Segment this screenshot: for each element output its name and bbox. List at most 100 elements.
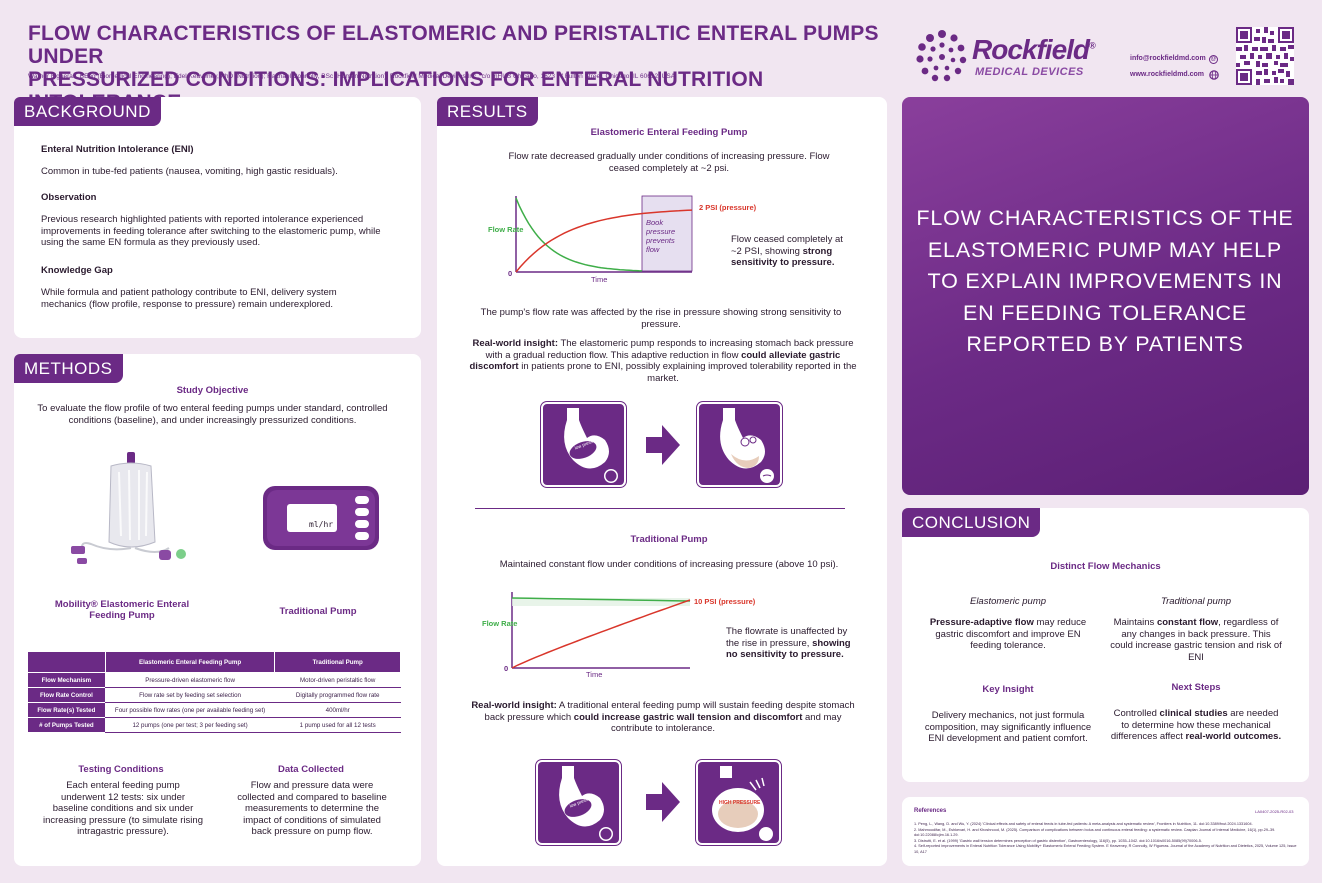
- authors: Warner Figueras, BEng (Biomedical Engine…: [28, 73, 676, 80]
- chart2-ylabel: Flow Rate: [482, 619, 517, 628]
- elastomeric-mid-text: The pump's flow rate was affected by the…: [480, 307, 842, 330]
- chart2-series-pressure: [511, 599, 691, 669]
- table-cell: 12 pumps (one per test; 3 per feeding se…: [105, 717, 275, 733]
- data-title: Data Collected: [278, 764, 344, 775]
- globe-icon: [1209, 70, 1219, 80]
- eni-heading: Enteral Nutrition Intolerance (ENI): [41, 144, 194, 155]
- traditional-pump-label: Traditional Pump: [279, 606, 357, 617]
- headline-panel: [902, 97, 1309, 495]
- chart1-shaded-label-wrap: Book pressure prevents flow: [646, 218, 676, 254]
- table-cell: Pressure-driven elastomeric flow: [105, 672, 275, 688]
- observation-heading: Observation: [41, 192, 97, 203]
- elastomeric-insight: Real-world insight: The elastomeric pump…: [469, 338, 857, 384]
- reference-item: 3. Distrutti, E. et al. (1999) 'Gastric …: [914, 838, 1202, 843]
- conclusion-title: Distinct Flow Mechanics: [1050, 561, 1161, 572]
- gap-text: While formula and patient pathology cont…: [41, 287, 337, 310]
- methods-tab: METHODS: [14, 354, 123, 383]
- testing-text: Each enteral feeding pump underwent 12 t…: [43, 780, 203, 837]
- stomach-flow-image: [536, 760, 621, 845]
- elastomeric-title: Elastomeric Enteral Feeding Pump: [590, 127, 748, 138]
- background-tab: BACKGROUND: [14, 97, 161, 126]
- logo-subtitle: MEDICAL DEVICES: [975, 66, 1084, 78]
- arrow-right-icon: [646, 425, 680, 465]
- references-list: 1. Peng, L., Wang, D. and Wu, Y. (2024) …: [914, 822, 1299, 855]
- elastomeric-intro: Flow rate decreased gradually under cond…: [508, 151, 830, 174]
- elastomeric-note: Flow ceased completely at ~2 PSI, showin…: [731, 234, 843, 268]
- traditional-intro: Maintained constant flow under condition…: [499, 559, 839, 570]
- next-steps-title: Next Steps: [1171, 682, 1221, 693]
- elastomeric-col-text: Pressure-adaptive flow may reduce gastri…: [929, 617, 1087, 651]
- references-code: LA0407-2025-R02-03: [1255, 809, 1294, 814]
- stomach-low-pressure-image: [541, 402, 626, 487]
- stomach-relieved-image: [697, 402, 782, 487]
- stomach-label-2: HIGH PRESSURE: [719, 800, 761, 806]
- table-header-row: Elastomeric Enteral Feeding Pump Traditi…: [27, 651, 401, 673]
- traditional-note: The flowrate is unaffected by the rise i…: [726, 626, 851, 660]
- table-row: # of Pumps Tested 12 pumps (one per test…: [27, 717, 401, 733]
- reference-item: 2. Mahmoodifar, M., Eshkevari, H. and Kh…: [914, 827, 1276, 838]
- eni-text: Common in tube-fed patients (nausea, vom…: [41, 166, 338, 177]
- chart1-series-pressure: [515, 209, 693, 273]
- data-text: Flow and pressure data were collected an…: [237, 780, 387, 837]
- table-cell: Flow rate set by feeding set selection: [105, 687, 275, 703]
- table-cell: Motor-driven peristaltic flow: [274, 672, 401, 688]
- logo-mark-icon: [916, 30, 967, 82]
- table-cell: Four possible flow rates (one per availa…: [105, 702, 275, 718]
- elastomeric-pump-image: [71, 452, 186, 564]
- table-cell: Digitally programmed flow rate: [274, 687, 401, 703]
- headline-text: FLOW CHARACTERISTICS OF THE ELASTOMERIC …: [916, 206, 1294, 356]
- chart2-xlabel: Time: [586, 670, 602, 679]
- key-insight-title: Key Insight: [982, 684, 1034, 695]
- traditional-flow-chart: Flow Rate 0 Time 10 PSI (pressure): [482, 592, 756, 679]
- conclusion-tab: CONCLUSION: [902, 508, 1041, 537]
- traditional-insight: Real-world insight: A traditional entera…: [471, 700, 855, 734]
- logo-wordmark: Rockfield®: [972, 34, 1096, 65]
- methods-panel: METHODS Study Objective To evaluate the …: [14, 354, 421, 866]
- stomach-high-pressure-image: [696, 760, 781, 845]
- next-steps-text: Controlled clinical studies are needed t…: [1110, 708, 1282, 742]
- table-row: Flow Mechanism Pressure-driven elastomer…: [27, 672, 401, 688]
- traditional-col-title: Traditional pump: [1160, 596, 1232, 607]
- chart1-annotation: 2 PSI (pressure): [699, 203, 757, 212]
- chart2-flow-band: [512, 598, 690, 606]
- objective-title: Study Objective: [176, 385, 249, 396]
- traditional-title: Traditional Pump: [630, 534, 708, 545]
- objective-text: To evaluate the flow profile of two ente…: [37, 403, 388, 426]
- contact-website[interactable]: www.rockfieldmd.com: [1130, 71, 1205, 78]
- table-header-cell: Elastomeric Enteral Feeding Pump: [104, 651, 276, 673]
- chart2-origin-label: 0: [504, 664, 508, 673]
- elastomeric-pump-label: Mobility® Elastomeric Enteral Feeding Pu…: [54, 599, 190, 621]
- pump-display-text: ml/hr: [309, 520, 334, 529]
- chart2-series-flow: [511, 597, 691, 602]
- conclusion-panel: CONCLUSION Distinct Flow Mechanics Elast…: [902, 508, 1309, 782]
- table-header-cell: Traditional Pump: [274, 651, 401, 673]
- chart1-shaded-region: [641, 195, 693, 272]
- table-row-header: Flow Mechanism: [27, 672, 106, 688]
- references-panel: References LA0407-2025-R02-03 1. Peng, L…: [902, 797, 1309, 866]
- chart1-ylabel: Flow Rate: [488, 225, 523, 234]
- table-row-header: Flow Rate(s) Tested: [27, 702, 106, 718]
- observation-text: Previous research highlighted patients w…: [41, 214, 381, 248]
- chart1-series-flow: [515, 197, 643, 272]
- table-header-cell: [27, 651, 106, 673]
- table-row-header: # of Pumps Tested: [27, 717, 106, 733]
- chart1-origin-label: 0: [508, 269, 512, 278]
- elastomeric-col-title: Elastomeric pump: [969, 596, 1047, 607]
- results-divider: [475, 508, 845, 509]
- table-cell: 1 pump used for all 12 tests: [274, 717, 401, 733]
- elastomeric-flow-chart: Flow Rate 0 Time 2 PSI (pressure) Book p…: [488, 195, 757, 284]
- table-row: Flow Rate Control Flow rate set by feedi…: [27, 687, 401, 703]
- traditional-col-text: Maintains constant flow, regardless of a…: [1110, 617, 1282, 663]
- contact-email[interactable]: info@rockfieldmd.com: [1130, 55, 1206, 62]
- background-panel: BACKGROUND Enteral Nutrition Intolerance…: [14, 97, 421, 338]
- at-icon: @: [1209, 55, 1218, 64]
- qr-code-icon[interactable]: [1236, 27, 1294, 85]
- reference-item: 1. Peng, L., Wang, D. and Wu, Y. (2024) …: [914, 822, 1253, 826]
- chart1-xlabel: Time: [591, 275, 607, 284]
- chart2-annotation: 10 PSI (pressure): [694, 597, 756, 606]
- traditional-pump-image: [263, 486, 379, 550]
- table-cell: 400ml/hr: [274, 702, 401, 718]
- chart1-shaded-label: Book pressure prevents flow: [646, 218, 676, 254]
- testing-title: Testing Conditions: [78, 764, 164, 775]
- arrow-right-icon: [646, 782, 680, 822]
